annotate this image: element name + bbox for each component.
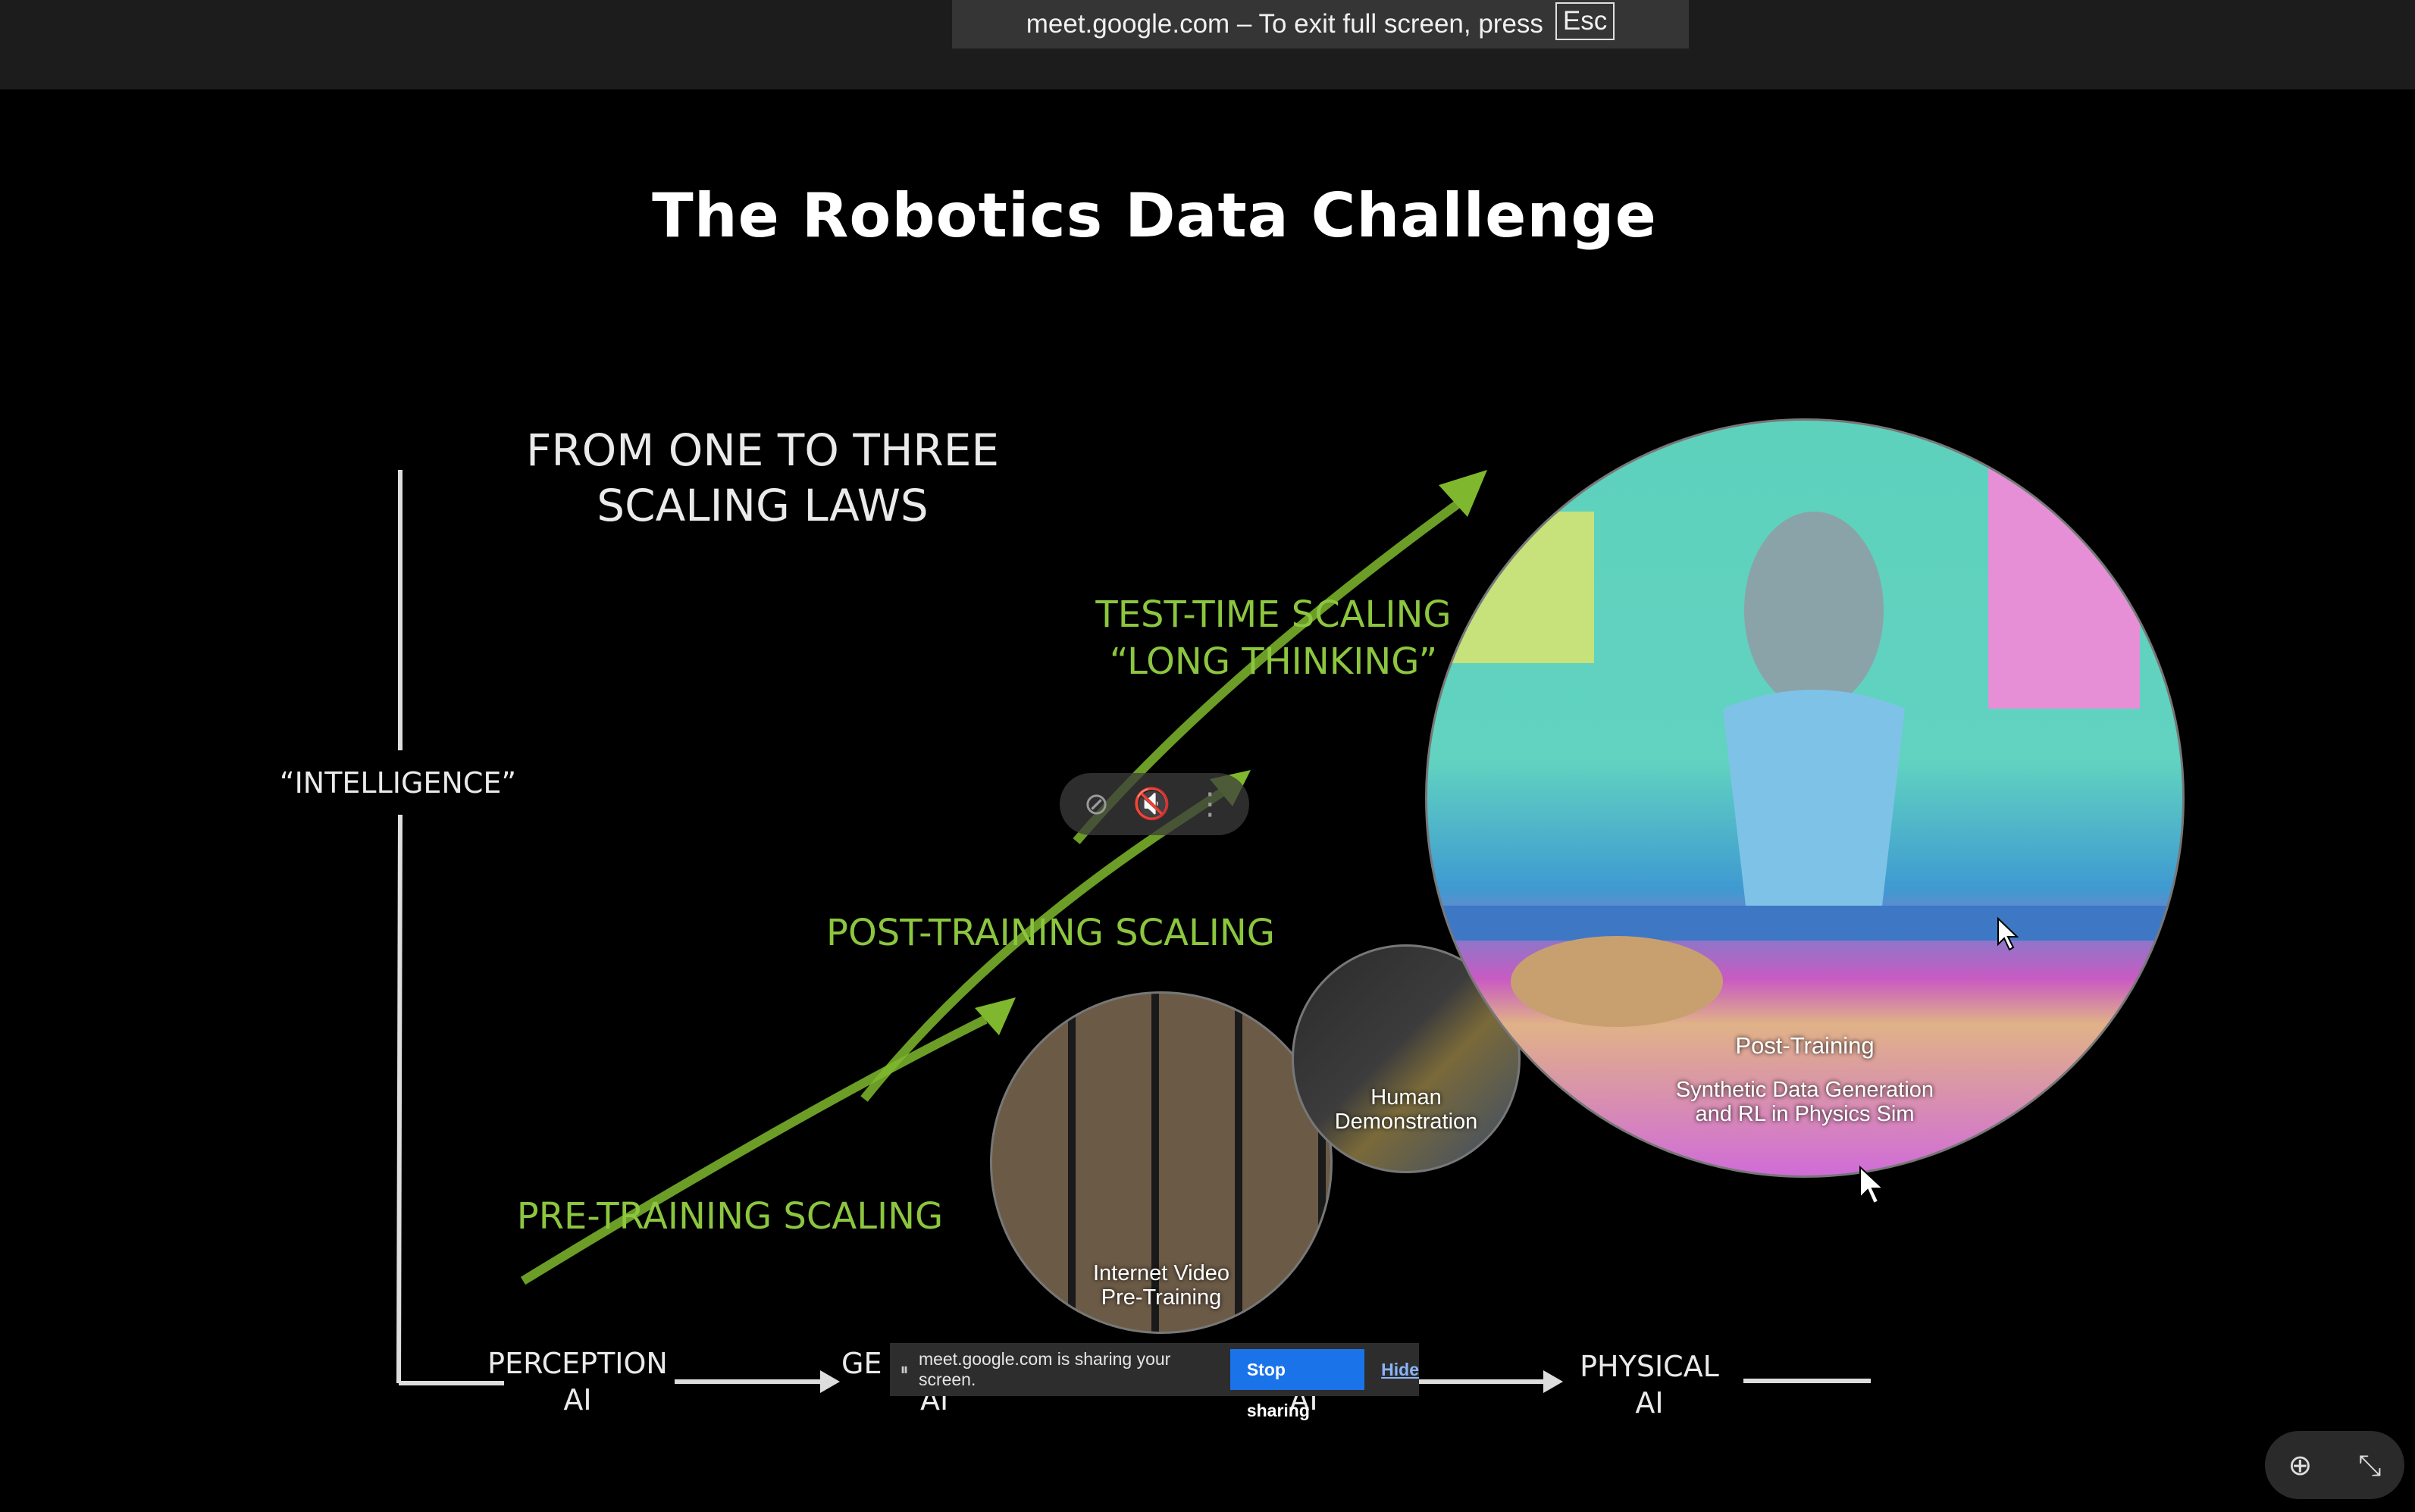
robot-head <box>1744 512 1884 709</box>
fullscreen-notice: meet.google.com – To exit full screen, p… <box>952 0 1689 49</box>
post-training-label: POST-TRAINING SCALING <box>826 912 1275 954</box>
x-arrow-1-head <box>820 1370 840 1393</box>
demo-circle-label: Human Demonstration <box>1294 1085 1518 1135</box>
perception-line-1: PERCEPTION <box>487 1347 668 1380</box>
y-axis-label: “INTELLIGENCE” <box>279 766 517 800</box>
post-training-sim-circle: Post-Training Synthetic Data Generation … <box>1425 418 2185 1178</box>
post-training-title: Post-Training <box>1735 1032 1875 1059</box>
stop-sharing-button[interactable]: Stop sharing <box>1229 1349 1365 1420</box>
demo-label-line-1: Human <box>1370 1085 1442 1110</box>
internet-video-circle: Internet Video Pre-Training <box>990 991 1333 1334</box>
generative-line-1: GE <box>841 1347 882 1380</box>
video-tile-controls: ⊘ 🔇 ⋮ <box>1060 773 1249 835</box>
robot-kitchen-scene <box>1427 466 2182 1027</box>
human-demonstration-circle: Human Demonstration <box>1292 944 1521 1173</box>
test-time-line-1: TEST-TIME SCALING <box>1095 593 1452 636</box>
screen-share-bar: ⏸ meet.google.com is sharing your screen… <box>890 1343 1419 1420</box>
slide-subtitle: FROM ONE TO THREE SCALING LAWS <box>523 423 1002 533</box>
more-vert-icon[interactable]: ⋮ <box>1195 787 1226 822</box>
share-message: meet.google.com is sharing your screen. <box>918 1349 1171 1389</box>
x-arrow-3-head <box>1543 1370 1563 1393</box>
fullscreen-notice-text: meet.google.com – To exit full screen, p… <box>1026 9 1543 39</box>
robot-torso <box>1723 690 1905 906</box>
post-line-1: Synthetic Data Generation <box>1675 1078 1934 1102</box>
video-label-line-2: Pre-Training <box>1101 1285 1222 1310</box>
hide-share-bar-link[interactable]: Hide <box>1381 1359 1419 1379</box>
pre-training-label: PRE-TRAINING SCALING <box>516 1195 944 1238</box>
video-circle-label: Internet Video Pre-Training <box>992 1261 1330 1310</box>
zoom-in-icon[interactable]: ⊕ <box>2288 1448 2313 1482</box>
x-label-physical-ai: PHYSICAL AI <box>1561 1349 1737 1421</box>
test-time-line-2: “LONG THINKING” <box>1109 640 1438 684</box>
post-training-description: Synthetic Data Generation and RL in Phys… <box>1427 1078 2182 1127</box>
drag-handle-icon[interactable]: ⏸ <box>900 1360 909 1379</box>
perception-line-2: AI <box>563 1382 592 1417</box>
slide-title: The Robotics Data Challenge <box>652 180 1657 251</box>
y-axis-line-lower <box>396 814 402 1384</box>
exit-fullscreen-icon[interactable]: ⤡ <box>2358 1448 2382 1482</box>
pre-training-arrow-head <box>975 997 1016 1035</box>
pre-training-curve <box>520 1015 988 1285</box>
cabinet-left <box>1427 512 1594 663</box>
pin-off-icon[interactable]: ⊘ <box>1083 787 1110 822</box>
subtitle-line-2: SCALING LAWS <box>597 479 929 531</box>
physical-line-1: PHYSICAL <box>1580 1350 1719 1383</box>
demo-label-line-2: Demonstration <box>1334 1109 1478 1134</box>
video-label-line-1: Internet Video <box>1092 1261 1230 1285</box>
post-line-2: and RL in Physics Sim <box>1695 1101 1915 1126</box>
test-time-label: TEST-TIME SCALING “LONG THINKING” <box>1076 591 1471 686</box>
x-label-perception-ai: PERCEPTION AI <box>475 1346 681 1418</box>
subtitle-line-1: FROM ONE TO THREE <box>525 424 1000 476</box>
post-training-curve <box>860 784 1231 1102</box>
mute-icon[interactable]: 🔇 <box>1132 787 1171 822</box>
test-time-arrow-head <box>1439 470 1487 517</box>
esc-key-hint: Esc <box>1555 2 1615 40</box>
counter <box>1427 906 2182 941</box>
cabinet-right <box>1988 466 2140 709</box>
zoom-controls: ⊕ ⤡ <box>2265 1431 2404 1499</box>
physical-line-2: AI <box>1635 1385 1664 1420</box>
bowl <box>1511 936 1723 1027</box>
